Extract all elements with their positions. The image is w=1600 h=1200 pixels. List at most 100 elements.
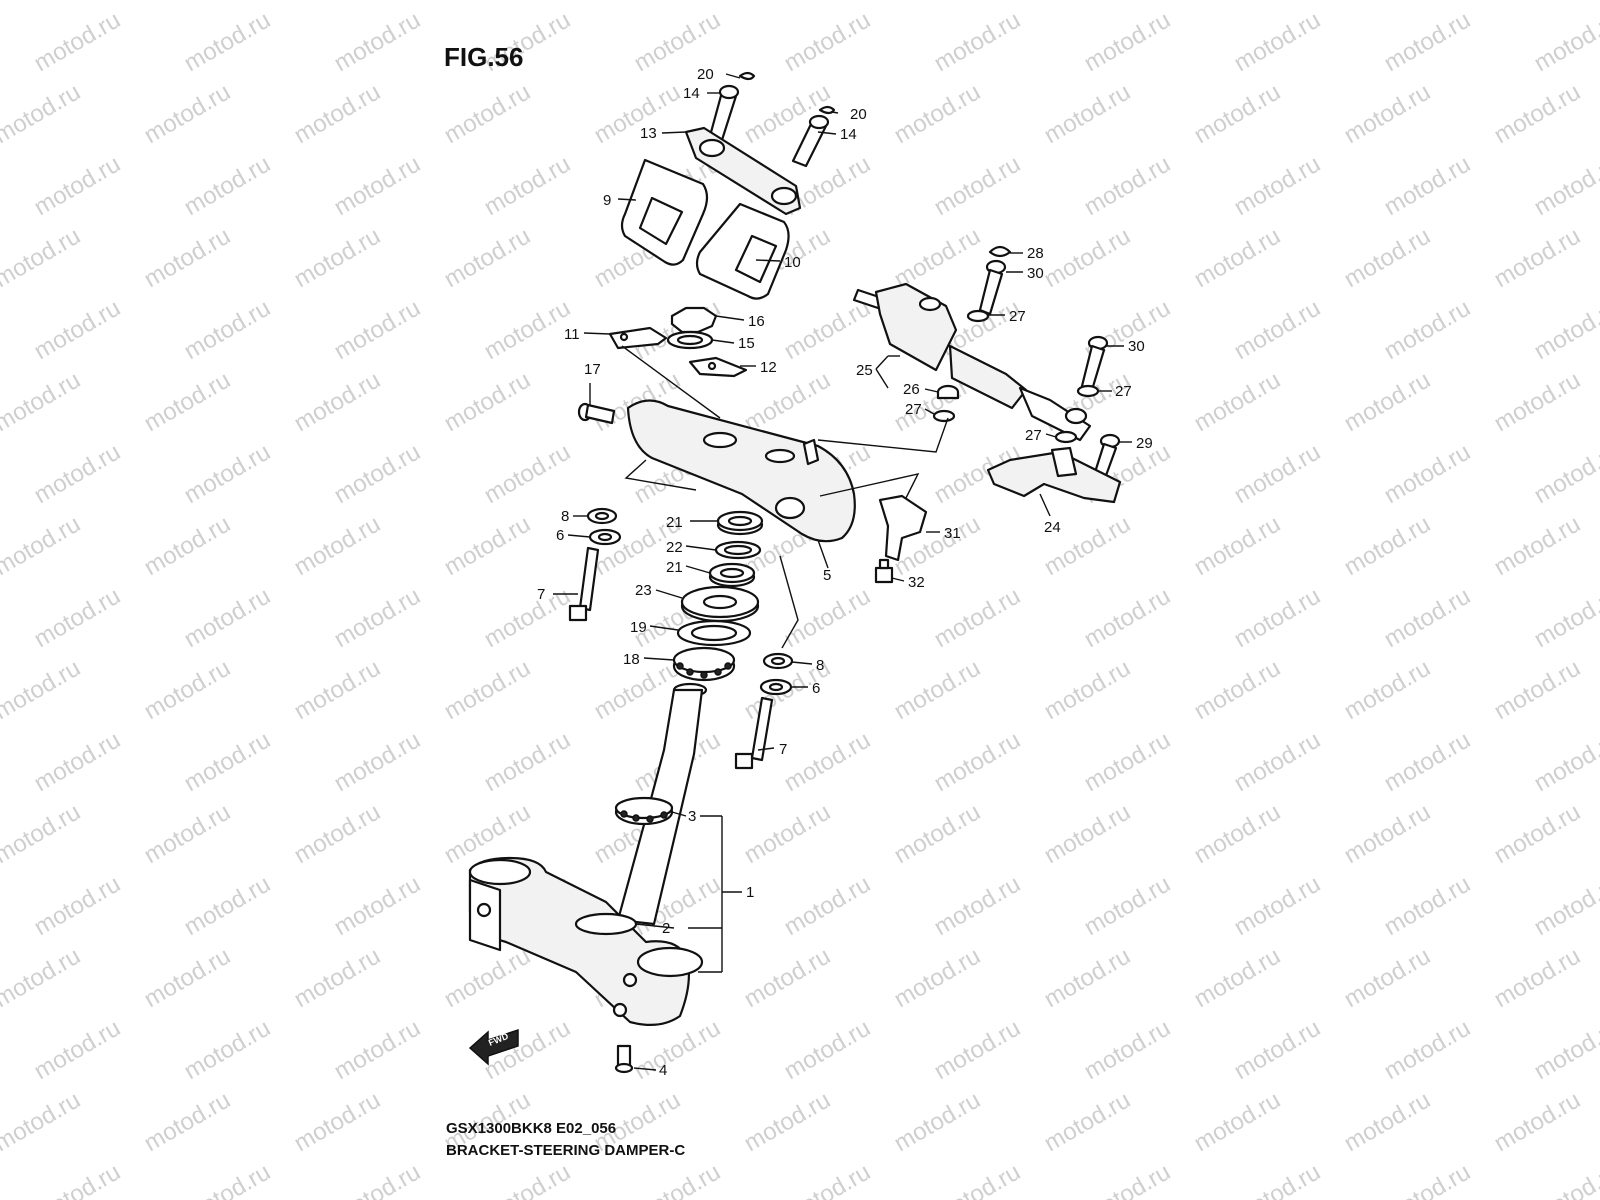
watermark-text: motod.ru <box>1490 78 1586 149</box>
watermark-text: motod.ru <box>180 582 276 653</box>
watermark-text: motod.ru <box>1380 726 1476 797</box>
watermark-text: motod.ru <box>1080 6 1176 77</box>
figure-title: FIG.56 <box>444 42 523 72</box>
callout-16: 16 <box>748 313 765 330</box>
callout-3: 3 <box>688 808 696 825</box>
callout-5: 5 <box>823 567 831 584</box>
callout-22: 22 <box>666 539 683 556</box>
callout-29: 29 <box>1136 435 1153 452</box>
figure-code: GSX1300BKK8 E02_056 <box>446 1120 616 1137</box>
watermark-text: motod.ru <box>1490 1086 1586 1157</box>
watermark-text: motod.ru <box>0 222 85 293</box>
watermark-text: motod.ru <box>290 222 386 293</box>
watermark-text: motod.ru <box>480 582 576 653</box>
watermark-text: motod.ru <box>0 1086 85 1157</box>
callout-7-right: 7 <box>779 741 787 758</box>
watermark-text: motod.ru <box>930 6 1026 77</box>
watermark-text: motod.ru <box>1380 1014 1476 1085</box>
bolt-14-left <box>708 84 740 142</box>
steering-damper-25 <box>852 282 1092 442</box>
watermark-text: motod.ru <box>1340 1086 1436 1157</box>
watermark-text: motod.ru <box>330 870 426 941</box>
watermark-text: motod.ru <box>1340 366 1436 437</box>
plate-12 <box>688 356 748 378</box>
watermark-text: motod.ru <box>1040 798 1136 869</box>
callout-25: 25 <box>856 362 873 379</box>
watermark-text: motod.ru <box>180 1014 276 1085</box>
nut-21-lower <box>708 562 756 588</box>
watermark-text: motod.ru <box>930 726 1026 797</box>
watermark-text: motod.ru <box>480 150 576 221</box>
callout-21-lower: 21 <box>666 559 683 576</box>
watermark-text: motod.ru <box>290 1086 386 1157</box>
watermark-text: motod.ru <box>480 294 576 365</box>
clip-28 <box>988 245 1012 258</box>
watermark-text: motod.ru <box>0 798 85 869</box>
watermark-text: motod.ru <box>180 870 276 941</box>
watermark-text: motod.ru <box>140 798 236 869</box>
watermark-text: motod.ru <box>1190 366 1286 437</box>
bolt-32 <box>874 558 894 584</box>
callout-8-left: 8 <box>561 508 569 525</box>
watermark-text: motod.ru <box>180 438 276 509</box>
watermark-text: motod.ru <box>1190 942 1286 1013</box>
watermark-text: motod.ru <box>1080 582 1176 653</box>
watermark-text: motod.ru <box>290 510 386 581</box>
watermark-text: motod.ru <box>30 150 126 221</box>
watermark-text: motod.ru <box>330 726 426 797</box>
watermark-text: motod.ru <box>1530 1158 1600 1200</box>
watermark-text: motod.ru <box>1530 438 1600 509</box>
watermark-text: motod.ru <box>1530 294 1600 365</box>
callout-14-left: 14 <box>683 85 700 102</box>
washer-6-right <box>759 678 793 696</box>
watermark-text: motod.ru <box>780 1158 876 1200</box>
bolt-7-right <box>734 696 774 770</box>
callout-27-c: 27 <box>1115 383 1132 400</box>
callout-18: 18 <box>623 651 640 668</box>
washer-8-right <box>762 652 794 670</box>
watermark-text: motod.ru <box>1230 150 1326 221</box>
watermark-text: motod.ru <box>30 6 126 77</box>
watermark-text: motod.ru <box>30 1014 126 1085</box>
bracket-31 <box>878 494 928 562</box>
clip-20-left <box>738 71 756 81</box>
callout-9: 9 <box>603 192 611 209</box>
watermark-text: motod.ru <box>1080 726 1176 797</box>
watermark-text: motod.ru <box>1490 798 1586 869</box>
watermark-text: motod.ru <box>30 294 126 365</box>
watermark-text: motod.ru <box>30 726 126 797</box>
watermark-text: motod.ru <box>1230 294 1326 365</box>
callout-6-left: 6 <box>556 527 564 544</box>
watermark-text: motod.ru <box>1040 654 1136 725</box>
watermark-text: motod.ru <box>180 150 276 221</box>
watermark-text: motod.ru <box>180 1158 276 1200</box>
watermark-text: motod.ru <box>330 1158 426 1200</box>
watermark-text: motod.ru <box>180 6 276 77</box>
callout-24: 24 <box>1044 519 1061 536</box>
watermark-text: motod.ru <box>890 0 986 5</box>
watermark-text: motod.ru <box>1230 582 1326 653</box>
clip-20-right <box>818 105 836 115</box>
watermark-text: motod.ru <box>440 654 536 725</box>
callout-13: 13 <box>640 125 657 142</box>
callout-28: 28 <box>1027 245 1044 262</box>
callout-11: 11 <box>564 326 580 343</box>
watermark-text: motod.ru <box>140 78 236 149</box>
watermark-text: motod.ru <box>1530 726 1600 797</box>
watermark-text: motod.ru <box>290 798 386 869</box>
callout-26: 26 <box>903 381 920 398</box>
watermark-text: motod.ru <box>740 798 836 869</box>
callout-17: 17 <box>584 361 601 378</box>
watermark-text: motod.ru <box>1230 870 1326 941</box>
watermark-text: motod.ru <box>330 6 426 77</box>
watermark-text: motod.ru <box>1340 0 1436 5</box>
watermark-text: motod.ru <box>1340 222 1436 293</box>
callout-27-d: 27 <box>1025 427 1042 444</box>
watermark-text: motod.ru <box>1490 654 1586 725</box>
bolt-30-upper <box>978 259 1007 316</box>
watermark-text: motod.ru <box>480 726 576 797</box>
watermark-text: motod.ru <box>1230 1158 1326 1200</box>
callout-32: 32 <box>908 574 925 591</box>
washer-27-c <box>1076 384 1100 398</box>
